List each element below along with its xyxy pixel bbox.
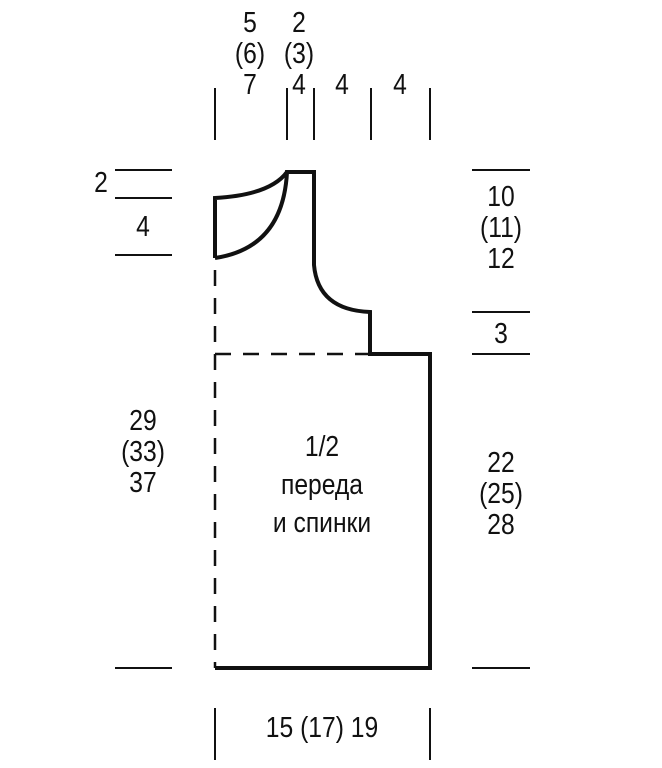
piece-title: 1/2 переда и спинки xyxy=(246,428,399,542)
size-2: (11) xyxy=(479,212,522,244)
size-1: 5 xyxy=(243,7,257,39)
shoulder-width-label: 2 (3) 4 xyxy=(279,8,318,101)
title-line: и спинки xyxy=(272,507,372,539)
segment-b-label: 4 xyxy=(393,69,407,101)
size-3: 7 xyxy=(243,69,257,101)
dimension-ticks xyxy=(115,88,530,760)
size-1: 29 xyxy=(129,405,157,437)
size-3: 12 xyxy=(487,243,515,275)
title-line: 1/2 xyxy=(304,431,340,463)
side-height-label: 22 (25) 28 xyxy=(471,448,531,541)
dashed-lines xyxy=(213,270,370,668)
size-2: (6) xyxy=(234,38,266,70)
size-2: (3) xyxy=(283,38,315,70)
size-1: 22 xyxy=(487,447,515,479)
size-3: 37 xyxy=(129,467,157,499)
front-neckline xyxy=(213,170,289,258)
armhole-and-side xyxy=(214,170,432,670)
armhole-height-label: 10 (11) 12 xyxy=(471,182,531,275)
pattern-outline xyxy=(213,170,432,670)
back-neck-label: 2 xyxy=(94,167,108,199)
size-1: 10 xyxy=(487,181,515,213)
size-3: 28 xyxy=(487,509,515,541)
neck-depth-label: 4 xyxy=(136,211,150,243)
size-1: 2 xyxy=(292,7,306,39)
title-line: переда xyxy=(280,469,364,501)
size-3: 4 xyxy=(292,69,306,101)
segment-a-label: 4 xyxy=(335,69,349,101)
armhole-step-label: 3 xyxy=(494,318,508,350)
bottom-width-label: 15 (17) 19 xyxy=(265,712,379,744)
size-2: (33) xyxy=(121,436,165,468)
neck-width-label: 5 (6) 7 xyxy=(229,8,272,101)
size-2: (25) xyxy=(479,478,523,510)
body-height-label: 29 (33) 37 xyxy=(115,406,171,499)
